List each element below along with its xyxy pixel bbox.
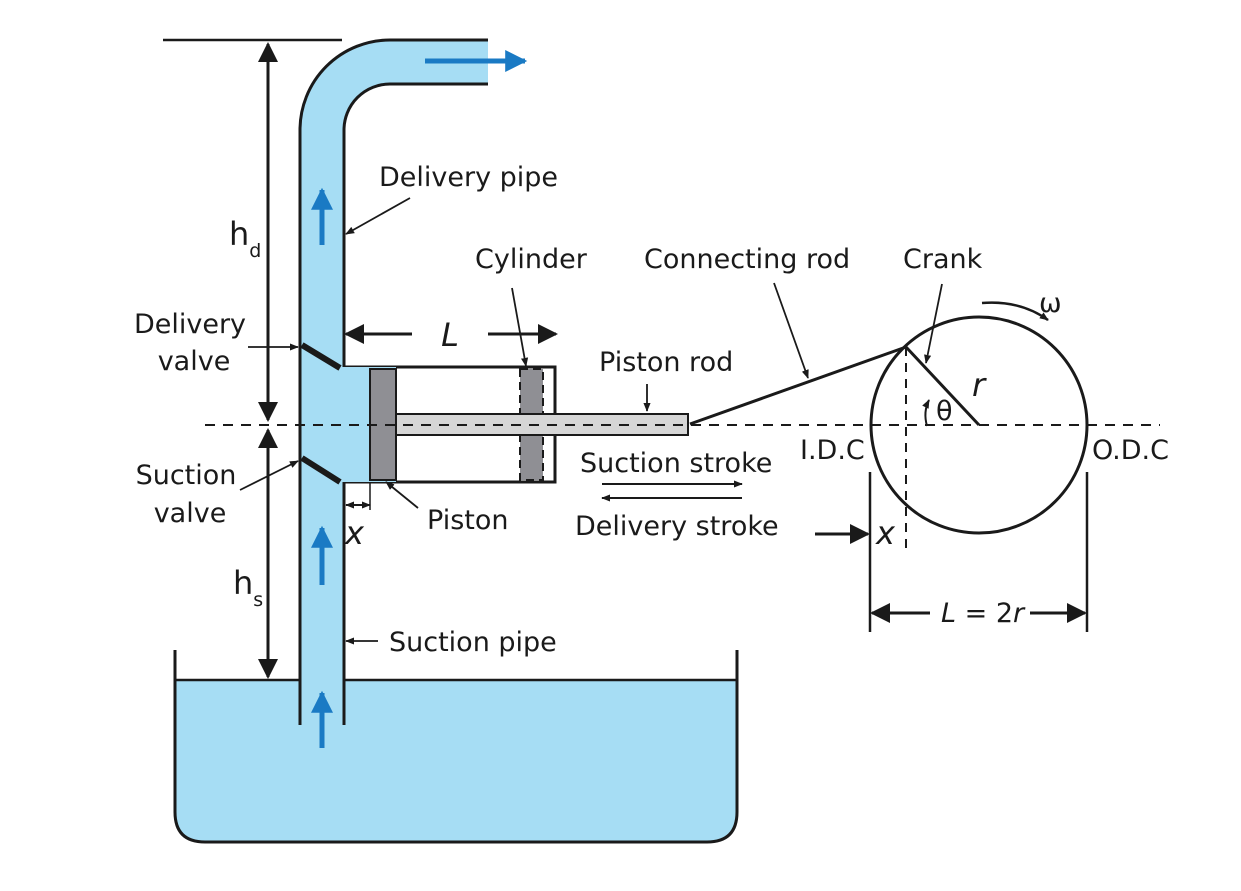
crank-circle [869,315,1089,535]
symbol-x-piston: x [344,514,365,552]
omega-arrow [981,301,1049,322]
pipe-water [300,40,488,725]
sump-walls [173,650,739,844]
symbol-hd-h: h [229,215,249,253]
symbol-hs-h: h [233,564,253,602]
label-delivery-pipe: Delivery pipe [379,162,558,193]
label-suction-stroke: Suction stroke [580,448,772,479]
label-connecting-rod: Connecting rod [644,244,850,275]
label-delivery-valve-line2: valve [158,346,231,377]
L-label-gap [412,316,488,352]
crank-arm [904,345,981,427]
label-suction-valve-line2: valve [154,498,227,529]
piston-rod [395,413,689,436]
connecting-rod [689,345,907,426]
sump [173,650,739,844]
label-suction-valve-line1: Suction [136,460,237,491]
flow-arrows [311,50,528,748]
symbol-omega: ω [1039,288,1062,319]
sump-water [175,680,737,842]
eq-equals-2: = 2 [956,598,1013,629]
symbols: hd hs L x x r θ ω L = 2r [229,215,1062,629]
theta-arc [922,399,930,427]
leader-connecting-rod [773,282,809,379]
symbol-hd: hd [229,215,261,262]
leader-crank [924,283,943,364]
symbol-hs-sub: s [253,589,263,611]
symbol-r: r [972,366,987,404]
label-piston-rod: Piston rod [599,347,733,378]
symbol-L-stroke: L [441,316,459,354]
label-cylinder: Cylinder [475,244,588,275]
leader-delivery-pipe [345,197,411,235]
leader-piston [385,481,419,509]
symbol-hs: hs [233,564,263,611]
delivery-valve [300,342,342,371]
label-piston: Piston [427,505,508,536]
symbol-theta: θ [936,396,953,427]
suction-valve [300,455,342,485]
delivery-pipe-inner-wall [342,82,488,367]
leaders [239,197,943,645]
label-suction-pipe: Suction pipe [389,627,557,658]
label-odc: O.D.C [1092,435,1169,466]
eq-r: r [1013,598,1026,629]
label-delivery-stroke: Delivery stroke [575,511,779,542]
symbol-stroke-equation: L = 2r [941,598,1026,629]
valves [300,342,342,485]
leader-suction-valve [239,460,299,491]
labels: Delivery pipe Suction pipe Delivery valv… [134,162,1169,658]
cylinder-assembly [344,365,689,484]
label-idc: I.D.C [800,435,865,466]
eq-L: L [941,598,956,629]
label-crank: Crank [903,244,983,275]
pipe-outer-wall [298,38,488,725]
label-delivery-valve-line1: Delivery [134,309,246,340]
crank-mechanism [689,301,1089,548]
symbol-x-crank: x [875,514,896,552]
symbol-hd-sub: d [249,240,261,262]
dimensions [163,38,1089,679]
leader-cylinder [511,287,529,367]
